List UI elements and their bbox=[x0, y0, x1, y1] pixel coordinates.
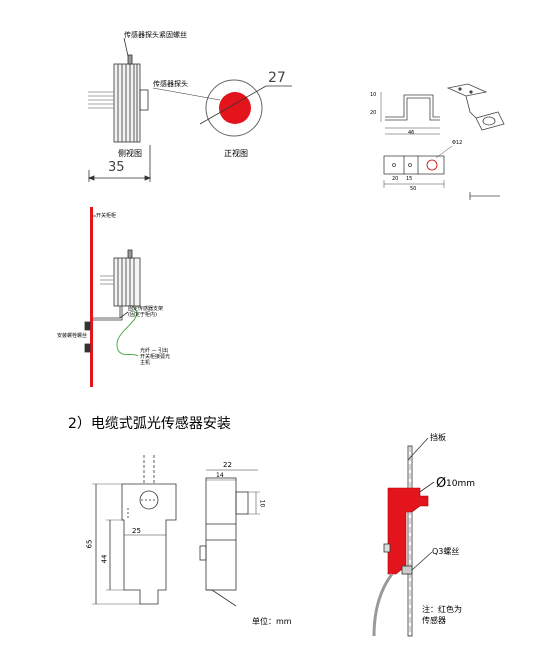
width-dimension: 35 bbox=[108, 160, 125, 175]
section-title: 2）电缆式弧光传感器安装 bbox=[68, 416, 231, 432]
side-view-label: 侧视图 bbox=[118, 149, 142, 158]
bracket-dim-f: 50 bbox=[410, 186, 417, 192]
note-label: 注：红色为 传感器 bbox=[422, 605, 462, 625]
hole-label: 10mm bbox=[446, 479, 475, 489]
bracket-dim-b: 20 bbox=[370, 110, 377, 116]
hole-symbol: Ø bbox=[436, 476, 447, 491]
switch-cabinet-label: 开关柜柜 bbox=[96, 213, 117, 219]
bracket-label: 固定传感器支架 (固定于柜内) bbox=[128, 306, 164, 318]
bracket-hole-dim: Φ12 bbox=[452, 140, 463, 146]
unit-label: 单位：mm bbox=[252, 617, 292, 626]
fiber-cable-label: 光纤 — 引出 开关柜接弧光 主机 bbox=[140, 348, 171, 366]
dim-25: 25 bbox=[132, 527, 141, 535]
bracket-dim-c: 46 bbox=[408, 130, 415, 136]
bracket-dim-d: 20 bbox=[392, 176, 399, 182]
dim-22: 22 bbox=[223, 461, 232, 469]
dim-14: 14 bbox=[216, 472, 224, 479]
screw-label: Q3螺丝 bbox=[432, 547, 460, 556]
cabinet-wall bbox=[90, 207, 93, 387]
front-view-sensor bbox=[152, 79, 292, 137]
red-sensor bbox=[387, 487, 429, 575]
baffle-label: 挡板 bbox=[430, 433, 446, 442]
mount-screw-label: 安装螺栓螺丝 bbox=[57, 333, 88, 339]
bracket-dim-a: 10 bbox=[370, 92, 377, 98]
side-view-sensor bbox=[87, 37, 152, 182]
bracket-dim-e: 15 bbox=[406, 176, 413, 182]
probe-label: 传感器探头 bbox=[153, 80, 188, 88]
fiber-cable bbox=[116, 305, 139, 357]
clamp-screw-label: 传感器探头紧固螺丝 bbox=[124, 31, 187, 39]
diameter-dimension: 27 bbox=[268, 70, 286, 86]
front-view-label: 正视图 bbox=[224, 149, 248, 158]
